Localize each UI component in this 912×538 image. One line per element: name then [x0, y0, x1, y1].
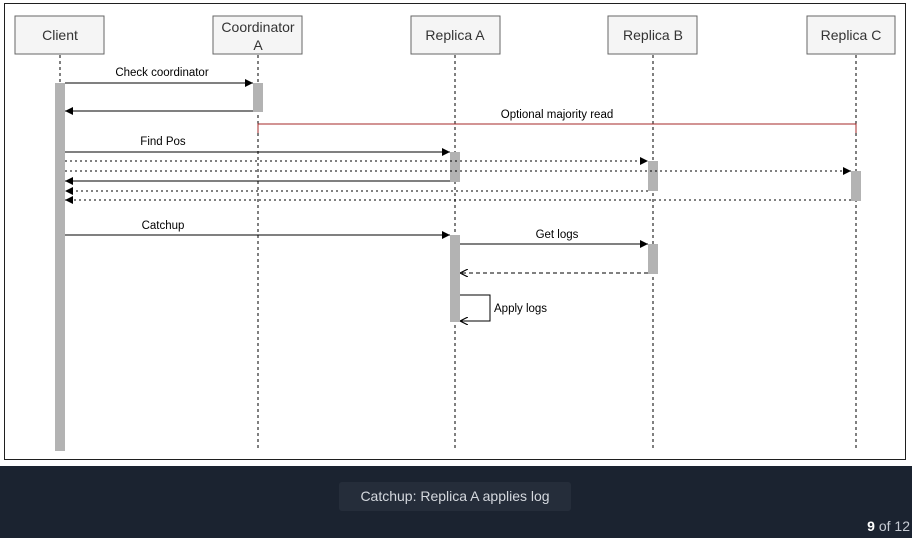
label-get-logs: Get logs [536, 229, 579, 241]
activation-coordinator [253, 83, 263, 112]
actor-client: Client [14, 15, 105, 55]
activation-replica-b-findpos [648, 161, 658, 191]
arrow-apply-logs [460, 294, 491, 321]
actor-client-label: Client [42, 27, 78, 43]
line-optional-majority-read [257, 123, 857, 133]
label-apply-logs: Apply logs [494, 303, 547, 315]
actor-coordinator-label-line1: Coordinator [221, 19, 294, 35]
page-counter: 9 of 12 [867, 518, 910, 534]
slide-caption: Catchup: Replica A applies log [339, 482, 571, 511]
label-check-coordinator: Check coordinator [115, 67, 208, 79]
page-total: 12 [894, 518, 910, 534]
label-catchup: Catchup [142, 220, 185, 232]
actor-replica-c: Replica C [806, 15, 896, 55]
sequence-diagram: Client Coordinator A Replica A Replica B… [14, 15, 896, 451]
page-separator: of [878, 518, 891, 534]
page-current: 9 [867, 518, 875, 534]
label-find-pos: Find Pos [140, 136, 186, 148]
actor-coordinator: Coordinator A [212, 15, 303, 55]
activation-replica-a-findpos [450, 152, 460, 182]
diagram-border [4, 3, 906, 460]
actor-coordinator-label-line2: A [253, 37, 263, 53]
activation-client [55, 83, 65, 451]
actor-replica-b-label: Replica B [623, 27, 683, 43]
slide-frame: Client Coordinator A Replica A Replica B… [0, 0, 912, 466]
actor-replica-a-label: Replica A [425, 27, 485, 43]
actor-replica-a: Replica A [410, 15, 501, 55]
activation-replica-a-catchup [450, 235, 460, 322]
activation-replica-c-findpos [851, 171, 861, 201]
activation-replica-b-getlogs [648, 244, 658, 274]
actor-replica-c-label: Replica C [821, 27, 882, 43]
actor-replica-b: Replica B [607, 15, 698, 55]
label-optional-majority-read: Optional majority read [501, 109, 614, 121]
